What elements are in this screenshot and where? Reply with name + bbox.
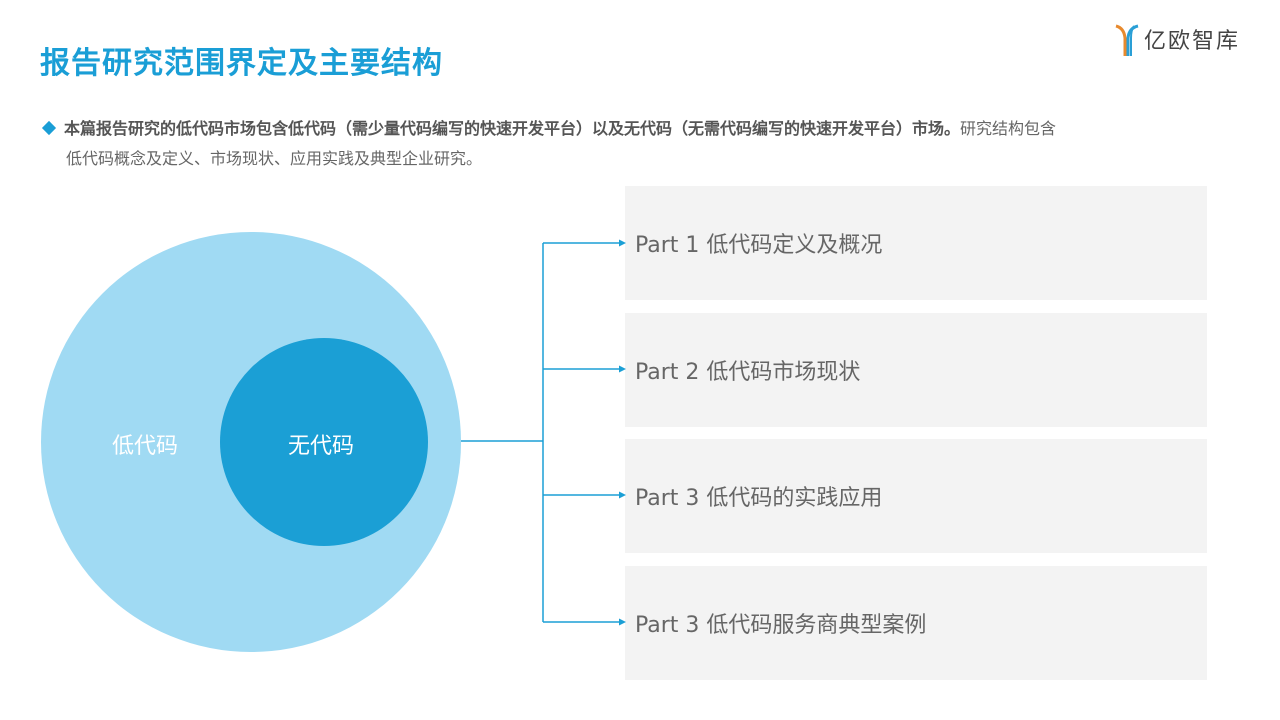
intro-text: 本篇报告研究的低代码市场包含低代码（需少量代码编写的快速开发平台）以及无代码（无… bbox=[41, 114, 1234, 174]
arrow-icon bbox=[619, 491, 626, 499]
page-title: 报告研究范围界定及主要结构 bbox=[40, 46, 443, 81]
part-label: Part 3 低代码服务商典型案例 bbox=[635, 613, 927, 638]
no-code-label: 无代码 bbox=[288, 434, 355, 459]
logo: 亿欧智库 bbox=[1114, 22, 1240, 56]
part-box-2: Part 2 低代码市场现状 bbox=[625, 313, 1207, 427]
arrow-icon bbox=[619, 239, 626, 247]
part-box-1: Part 1 低代码定义及概况 bbox=[625, 186, 1207, 300]
intro-line2: 低代码概念及定义、市场现状、应用实践及典型企业研究。 bbox=[66, 149, 483, 168]
part-label: Part 1 低代码定义及概况 bbox=[635, 233, 883, 258]
part-box-3: Part 3 低代码的实践应用 bbox=[625, 439, 1207, 553]
logo-text: 亿欧智库 bbox=[1144, 29, 1241, 54]
no-code-circle bbox=[220, 338, 428, 546]
part-label: Part 2 低代码市场现状 bbox=[635, 360, 861, 385]
arrow-icon bbox=[619, 618, 626, 626]
low-code-label: 低代码 bbox=[112, 434, 179, 459]
part-box-4: Part 3 低代码服务商典型案例 bbox=[625, 566, 1207, 680]
intro-bold: 本篇报告研究的低代码市场包含低代码（需少量代码编写的快速开发平台）以及无代码（无… bbox=[64, 119, 961, 138]
intro-rest: 研究结构包含 bbox=[960, 119, 1057, 138]
part-label: Part 3 低代码的实践应用 bbox=[635, 486, 883, 511]
logo-icon bbox=[1115, 24, 1139, 56]
arrow-icon bbox=[619, 365, 626, 373]
